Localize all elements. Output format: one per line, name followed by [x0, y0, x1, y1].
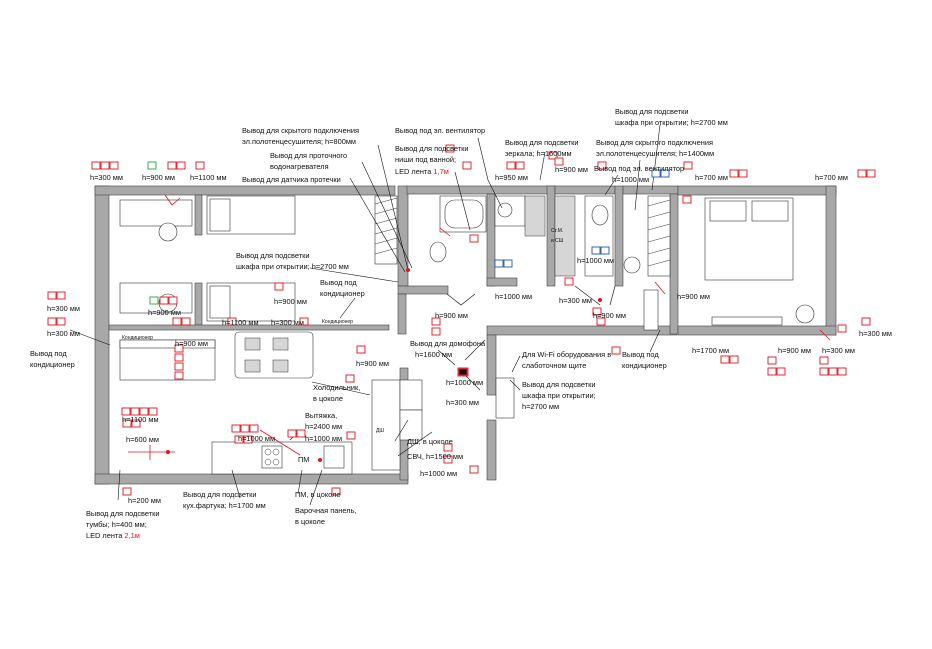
h-label: h=1000 мм [612, 175, 649, 184]
leader-lines [69, 124, 661, 506]
h-label: h=700 мм [815, 173, 848, 182]
h-label: h=300 мм [859, 329, 892, 338]
label-backsplash-l1: Вывод для подсветки [183, 490, 257, 499]
h-label: h=1000 мм [577, 256, 614, 265]
h-label: h=900 мм [175, 339, 208, 348]
label-nightstand-l2: тумбы; h=400 мм; [86, 520, 147, 529]
h-label: h=300 мм [90, 173, 123, 182]
h-label: h=300 мм [446, 398, 479, 407]
wiring [128, 194, 831, 462]
h-label: h=900 мм [677, 292, 710, 301]
h-label: h=1600 мм [415, 350, 452, 359]
h-label: h=200 мм [128, 496, 161, 505]
furniture [119, 195, 815, 475]
label-intercom: Вывод для домофона [410, 339, 486, 348]
label-hood-l2: h=2400 мм [305, 422, 342, 431]
h-label: h=900 мм [555, 165, 588, 174]
label-niche-l1: Вывод для подсветки [395, 144, 469, 153]
label-wardrobe-top-l2: шкафа при открытии; h=2700 мм [615, 118, 728, 127]
label-ac-left-l1: Вывод под [30, 349, 67, 358]
label-fan2: Вывод под эл. вентилятор [594, 164, 684, 173]
label-mw: СВЧ, h=1500 мм [407, 452, 463, 461]
h-label: h=1700 мм [692, 346, 729, 355]
label-hidden-towel2-l1: Вывод для скрытого подключения [596, 138, 713, 147]
h-label: h=300 мм [47, 304, 80, 313]
h-label: h=300 мм [271, 318, 304, 327]
h-label: h=1000 мм [420, 469, 457, 478]
h-label: h=900 мм [435, 311, 468, 320]
label-niche-l2: ниши под ванной; [395, 155, 456, 164]
h-label: h=300 мм [559, 296, 592, 305]
label-heater-l1: Вывод для проточного [270, 151, 347, 160]
label-fridge-l1: Холодильник, [313, 383, 360, 392]
h-label: h=950 мм [495, 173, 528, 182]
h-label: h=900 мм [142, 173, 175, 182]
tag-dsh: ДШ [376, 428, 384, 434]
label-wifi-l2: слаботочном щите [522, 361, 586, 370]
h-label: h=1100 мм [222, 318, 259, 327]
label-hob-l1: Варочная панель, [295, 506, 356, 515]
label-wardrobe-hall-l1: Вывод для подсветки [522, 380, 596, 389]
h-label: h=1000 мм [238, 434, 275, 443]
label-wifi-l1: Для Wi-Fi оборудования в [522, 350, 611, 359]
label-ac-left-l2: кондиционер [30, 360, 75, 369]
label-hob-l2: в цоколе [295, 517, 325, 526]
tag-ish: и СШ [551, 238, 564, 244]
label-wardrobe-hall-l3: h=2700 мм [522, 402, 559, 411]
tag-pm: ПМ [298, 455, 309, 464]
h-label: h=1100 мм [190, 173, 227, 182]
doors [446, 285, 616, 391]
h-label: h=300 мм [822, 346, 855, 355]
annotations: Вывод для скрытого подключения эл.полоте… [30, 107, 892, 540]
label-niche-led: LED лента 1,7м [395, 167, 449, 176]
label-leak: Вывод для датчика протечки [242, 175, 341, 184]
h-label: h=900 мм [778, 346, 811, 355]
label-backsplash-l2: кух.фартука; h=1700 мм [183, 501, 266, 510]
label-ac-right-l2: кондиционер [622, 361, 667, 370]
h-label: h=900 мм [274, 297, 307, 306]
h-label: h=700 мм [695, 173, 728, 182]
label-fan: Вывод под эл. вентилятор [395, 126, 485, 135]
label-fridge-l2: в цоколе [313, 394, 343, 403]
label-ac-mid-l2: кондиционер [320, 289, 365, 298]
label-hidden-towel2-l2: эл.полотенцесушителя; h=1400мм [596, 149, 714, 158]
h-label: h=900 мм [148, 308, 181, 317]
tag-ac-unit-mid: Кондиционер [322, 319, 353, 325]
label-mirror-l2: зеркала; h=1600мм [505, 149, 572, 158]
label-nightstand-l1: Вывод для подсветки [86, 509, 160, 518]
label-wardrobe-hall-l2: шкафа при открытии; [522, 391, 596, 400]
h-label: h=900 мм [593, 311, 626, 320]
h-label: h=600 мм [126, 435, 159, 444]
label-dw: ДШ, в цоколе [407, 437, 453, 446]
h-label: h=1100 мм [122, 415, 159, 424]
label-heater-l2: водонагревателя [270, 162, 329, 171]
label-hood-l1: Вытяжка, [305, 411, 337, 420]
label-wardrobe-mid-l1: Вывод для подсветки [236, 251, 310, 260]
label-ac-mid-l1: Вывод под [320, 278, 357, 287]
h-label: h=1000 мм [495, 292, 532, 301]
data-markers [494, 169, 670, 268]
tag-ac-unit-left: Кондиционер [122, 335, 153, 341]
label-wardrobe-top-l1: Вывод для подсветки [615, 107, 689, 116]
label-hidden-towel-l2: эл.полотенцесушителя; h=800мм [242, 137, 356, 146]
socket-markers [47, 144, 876, 496]
label-pm: ПМ, в цоколе [295, 490, 341, 499]
h-label: h=1000 мм [305, 434, 342, 443]
label-hidden-towel-l1: Вывод для скрытого подключения [242, 126, 359, 135]
tag-stm: Ст.М. [551, 228, 563, 234]
walls [94, 185, 837, 485]
label-mirror-l1: Вывод для подсветки [505, 138, 579, 147]
h-label: h=300 мм [47, 329, 80, 338]
h-label: h=1000 мм [446, 378, 483, 387]
label-wardrobe-mid-l2: шкафа при открытии; h=2700 мм [236, 262, 349, 271]
h-label: h=900 мм [356, 359, 389, 368]
label-nightstand-led: LED лента 2,1м [86, 531, 140, 540]
label-ac-right-l1: Вывод под [622, 350, 659, 359]
